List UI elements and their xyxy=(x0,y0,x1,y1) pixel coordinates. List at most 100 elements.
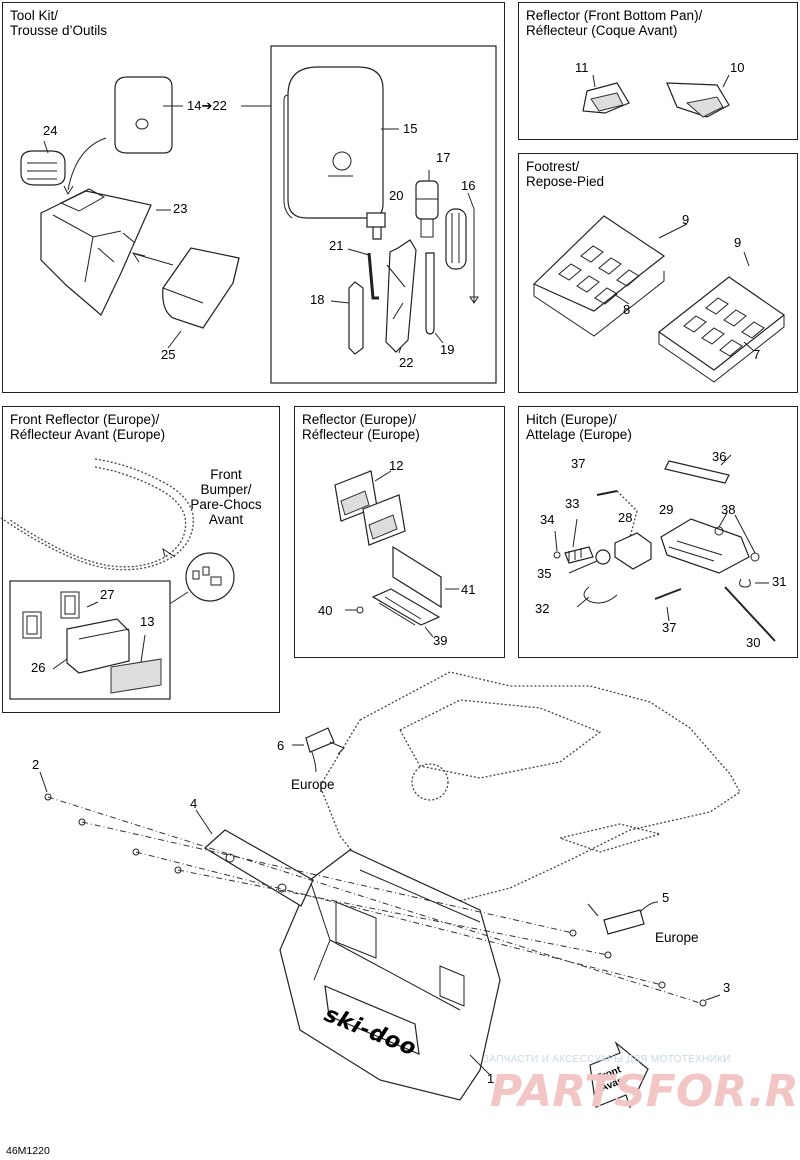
watermark-caption: ЗАПЧАСТИ И АКСЕССУАРЫ ДЛЯ МОТОТЕХНИКИ xyxy=(483,1054,731,1065)
part-number-13: 13 xyxy=(140,614,155,629)
reflector-europe-title: Reflector (Europe)/ Réflecteur (Europe) xyxy=(302,412,420,442)
clip-tool xyxy=(366,212,386,240)
part-number-7: 7 xyxy=(753,347,761,362)
reflector-5 xyxy=(603,909,645,935)
brand-badge xyxy=(324,985,420,1055)
part-number-11: 11 xyxy=(575,60,589,75)
part-number-36: 36 xyxy=(712,449,727,464)
tool-kit-drawing xyxy=(20,45,497,384)
spark-wire xyxy=(425,252,435,335)
part-number-4: 4 xyxy=(190,796,198,811)
front-reflector-europe-drawing xyxy=(0,458,235,700)
part-number-26: 26 xyxy=(31,660,46,675)
part-number-22: 22 xyxy=(399,355,414,370)
front-direction-arrow xyxy=(589,1041,649,1109)
tool-holder xyxy=(40,190,152,316)
diagram-reference: 46M1220 xyxy=(6,1145,50,1157)
part-number-39: 39 xyxy=(433,633,448,648)
front-reflector-europe-panel: Front Reflector (Europe)/ Réflecteur Ava… xyxy=(0,406,280,713)
part-number-10: 10 xyxy=(730,60,745,75)
rivets-3 xyxy=(569,929,707,1007)
bottom-pan xyxy=(319,671,741,907)
part-number-37-b: 37 xyxy=(662,620,677,635)
part-number-41: 41 xyxy=(461,582,476,597)
pin-30 xyxy=(724,586,776,642)
rivets-2 xyxy=(44,793,182,874)
part-number-31: 31 xyxy=(772,574,787,589)
reflector-front-bottom-title: Reflector (Front Bottom Pan)/ Réflecteur… xyxy=(526,8,703,38)
reflector-lens-13 xyxy=(110,658,162,694)
part-number-35: 35 xyxy=(537,566,552,581)
tool-kit-panel: Tool Kit/ Trousse d’Outils xyxy=(2,2,505,393)
part-number-33: 33 xyxy=(565,496,580,511)
part-number-2: 2 xyxy=(32,757,40,772)
part-number-30: 30 xyxy=(746,635,761,650)
hitch-europe-drawing xyxy=(553,454,776,642)
part-number-21: 21 xyxy=(329,238,344,253)
part-number-32: 32 xyxy=(535,601,550,616)
part-number-9-a: 9 xyxy=(682,212,690,227)
part-number-28: 28 xyxy=(618,510,633,525)
part-number-24: 24 xyxy=(43,123,58,138)
strip-36 xyxy=(664,460,730,484)
part-number-5: 5 xyxy=(662,890,670,905)
bracket-4 xyxy=(203,829,314,907)
part-number-range: 14➔22 xyxy=(187,98,227,113)
part-number-25: 25 xyxy=(161,347,176,362)
tool-pouch-small xyxy=(114,76,173,154)
footrest-left xyxy=(532,215,666,312)
part-number-37-a: 37 xyxy=(571,456,586,471)
part-number-40: 40 xyxy=(318,603,333,618)
part-number-12: 12 xyxy=(389,458,404,473)
strap-clip xyxy=(20,150,66,186)
hitch-europe-panel: Hitch (Europe)/ Attelage (Europe) 36 37 … xyxy=(518,406,798,658)
europe-label-5: Europe xyxy=(655,930,699,945)
pin-32 xyxy=(583,586,618,604)
reflector-front-bottom-panel: Reflector (Front Bottom Pan)/ Réflecteur… xyxy=(518,2,798,140)
mount-28 xyxy=(614,532,652,570)
part-number-9-b: 9 xyxy=(734,235,742,250)
hitch-europe-title: Hitch (Europe)/ Attelage (Europe) xyxy=(526,412,632,442)
part-number-23: 23 xyxy=(173,201,188,216)
part-number-17: 17 xyxy=(436,150,451,165)
part-number-16: 16 xyxy=(461,178,476,193)
part-number-19: 19 xyxy=(440,342,455,357)
zoom-circle xyxy=(185,552,235,602)
part-number-15: 15 xyxy=(403,121,418,136)
front-reflector-europe-title: Front Reflector (Europe)/ Réflecteur Ava… xyxy=(10,412,166,442)
part-number-20: 20 xyxy=(389,188,404,203)
part-number-8: 8 xyxy=(623,302,631,317)
footrest-drawing xyxy=(532,215,786,383)
reflector-europe-panel: Reflector (Europe)/ Réflecteur (Europe) … xyxy=(294,406,505,658)
part-number-6: 6 xyxy=(277,738,285,753)
part-number-3: 3 xyxy=(723,980,731,995)
socket-tool xyxy=(415,180,439,220)
front-bumper-1 xyxy=(279,849,501,1101)
knob-35 xyxy=(595,549,611,565)
part-number-38: 38 xyxy=(721,502,736,517)
watermark-logo: PARTSFOR.RU xyxy=(490,1066,800,1117)
part-number-34: 34 xyxy=(540,512,555,527)
plate-41 xyxy=(392,545,442,609)
screwdriver xyxy=(445,208,467,270)
front-bumper-label: Front Bumper/ Pare-Chocs Avant xyxy=(190,467,262,527)
part-number-27: 27 xyxy=(100,587,115,602)
footrest-title: Footrest/ Repose-Pied xyxy=(526,159,605,189)
tool-kit-title: Tool Kit/ Trousse d’Outils xyxy=(10,8,108,38)
reflector-europe-drawing xyxy=(334,470,459,638)
multi-tool xyxy=(385,239,417,353)
part-number-18: 18 xyxy=(310,292,325,307)
bumper-outline xyxy=(9,466,187,568)
part-number-29: 29 xyxy=(659,502,674,517)
bracket-39 xyxy=(371,588,441,626)
footrest-panel: Footrest/ Repose-Pied 9 9 8 7 xyxy=(518,153,798,393)
open-wrench xyxy=(348,281,364,355)
reflector-6 xyxy=(305,727,335,753)
reflector-front-bottom-drawing xyxy=(582,74,730,118)
europe-label-6: Europe xyxy=(291,777,335,792)
part-number-1: 1 xyxy=(487,1071,495,1086)
tool-pouch-large xyxy=(287,66,384,219)
hitch-29 xyxy=(660,518,750,574)
bolt-37 xyxy=(654,588,682,600)
